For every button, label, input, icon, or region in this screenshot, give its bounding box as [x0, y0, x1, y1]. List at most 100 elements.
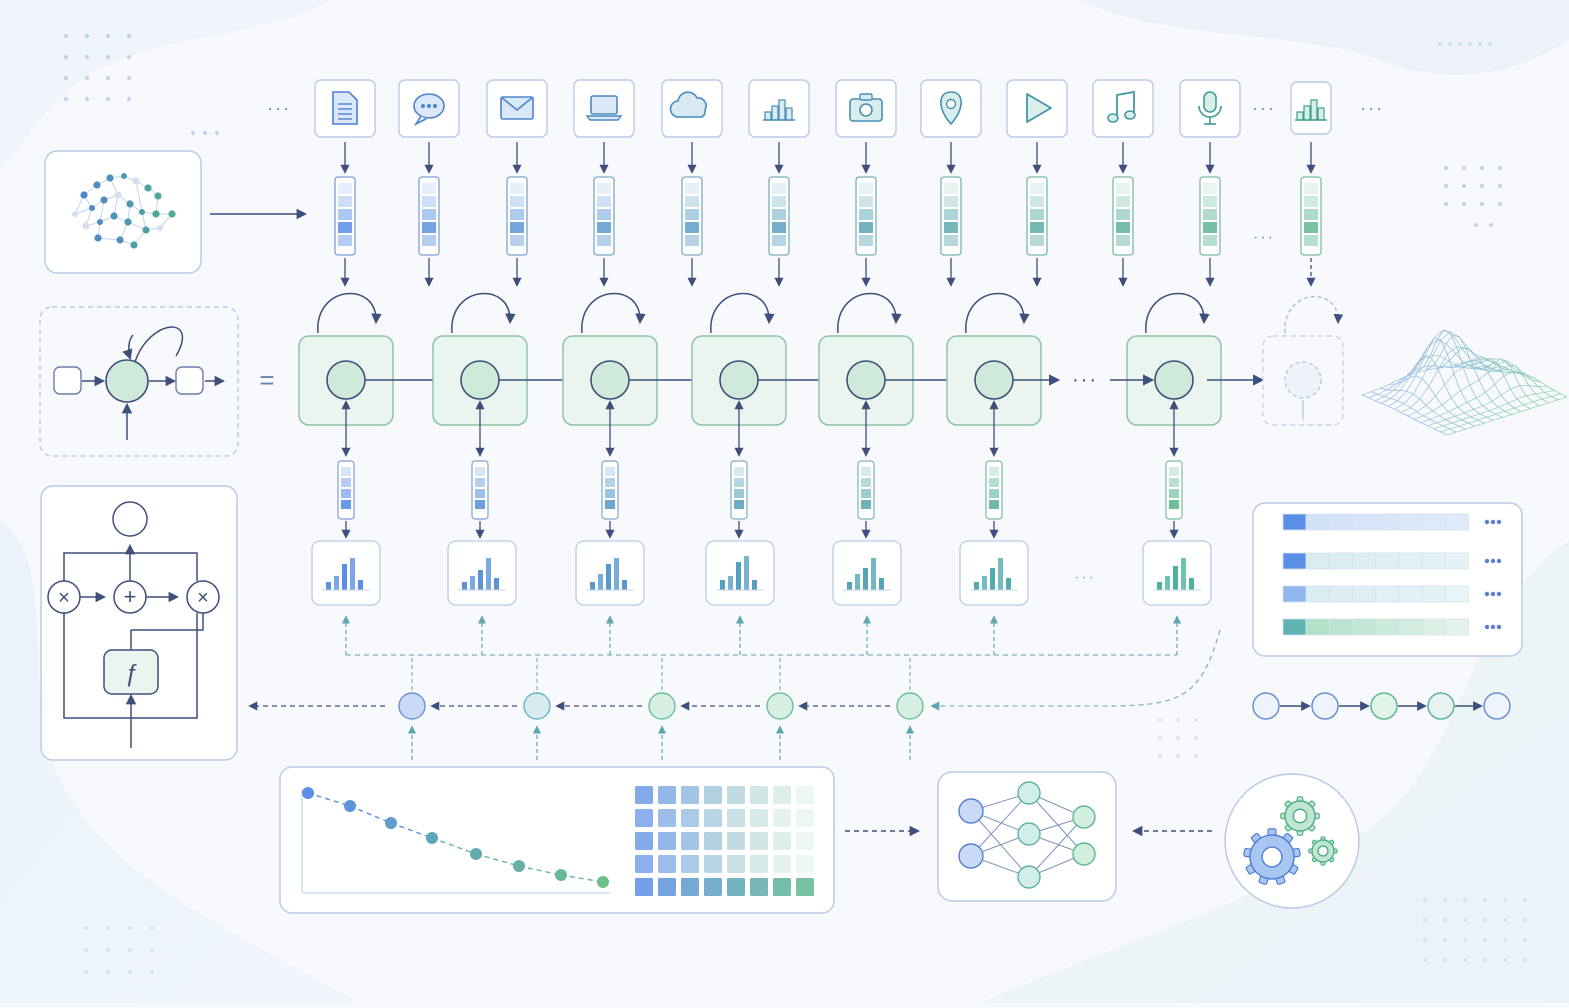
distribution-bar [1165, 576, 1170, 590]
nn-hidden-node [1017, 822, 1041, 846]
sequence-node [1311, 692, 1339, 720]
decor-dot [64, 34, 68, 38]
decor-dot [1468, 42, 1472, 46]
output-vector-cell [475, 500, 485, 509]
output-vector-cell [605, 500, 615, 509]
embedding-cell [1116, 196, 1130, 207]
nn-edge [970, 792, 1030, 857]
graph-node [121, 173, 127, 179]
heatmap-cell [704, 832, 722, 850]
feature-bar-cell [1398, 513, 1423, 531]
chat-icon [413, 93, 445, 126]
feature-bar-cell [1282, 513, 1307, 531]
nn-input-node [958, 798, 984, 824]
embedding-cell [685, 235, 699, 246]
decor-dot [1480, 166, 1484, 170]
output-vector-cell [605, 467, 615, 476]
embedding-cell [944, 196, 958, 207]
heatmap-cell [635, 878, 653, 896]
ellipsis-chain: ··· [1072, 369, 1098, 391]
heatmap-cell [773, 878, 791, 896]
feature-bar-cell [1398, 585, 1423, 603]
graph-node [82, 222, 90, 230]
embedding-cell [859, 209, 873, 220]
embedding-cell [510, 235, 524, 246]
loss-heatmap-panel [279, 766, 835, 914]
output-vector-cell [341, 467, 351, 476]
embedding-cell [772, 235, 786, 246]
loss-segment [560, 874, 604, 883]
surface-line [1380, 387, 1466, 430]
output-vector-cell [475, 467, 485, 476]
heatmap-cell [635, 786, 653, 804]
decor-dot [1158, 718, 1162, 722]
music-note-icon [1107, 90, 1136, 123]
output-vector-cell [341, 478, 351, 487]
embedding-cell [1304, 222, 1318, 233]
decor-dot [85, 97, 89, 101]
loss-point [470, 848, 482, 860]
ellipsis-top-left: ··· [267, 98, 291, 118]
decor-dot [1463, 958, 1467, 962]
heatmap-cell [681, 855, 699, 873]
embedding-cell [685, 209, 699, 220]
output-vector-cell [1169, 489, 1179, 498]
surface-line [1381, 339, 1502, 404]
decor-dot [106, 34, 110, 38]
distribution-bar [847, 582, 852, 590]
distribution-bar [855, 574, 860, 590]
feature-bar-cell [1445, 552, 1469, 570]
graph-edge [135, 180, 143, 213]
graph-edge [74, 207, 93, 215]
camera-icon [849, 93, 883, 122]
surface-line [1446, 396, 1568, 436]
distribution-bar [871, 558, 876, 590]
embedding-cell [1030, 183, 1044, 194]
feature-bar-cell [1398, 618, 1423, 636]
surface-line [1427, 385, 1548, 427]
decor-dot [1480, 184, 1484, 188]
ellipsis-far-right: ··· [1360, 98, 1384, 118]
location-pin-icon [940, 91, 962, 126]
sequence-node [1370, 692, 1398, 720]
graph-node [124, 218, 132, 226]
heatmap-cell [727, 832, 745, 850]
distribution-bar [863, 568, 868, 590]
embedding-cell [422, 235, 436, 246]
embedding-cell [685, 196, 699, 207]
feature-bar-cell [1375, 513, 1400, 531]
heatmap-cell [750, 878, 768, 896]
graph-node [132, 177, 140, 185]
graph-embedding-panel [44, 150, 308, 274]
heatmap-cell [773, 786, 791, 804]
heatmap-cell [681, 832, 699, 850]
document-icon [332, 91, 358, 125]
heatmap-cell [796, 809, 814, 827]
feature-bar-cell [1375, 552, 1400, 570]
distribution-bar [982, 576, 987, 590]
more-dot [1496, 558, 1502, 564]
distribution-bar [350, 558, 355, 590]
loss-segment [390, 822, 433, 839]
feature-bar-cell [1445, 618, 1469, 636]
distribution-bar [728, 576, 733, 590]
graph-node [130, 241, 138, 249]
decor-dot [1503, 938, 1507, 942]
heatmap-cell [704, 878, 722, 896]
gradient-node [523, 692, 551, 720]
decor-dot [1438, 42, 1442, 46]
distribution-bar [1189, 578, 1194, 590]
decor-dot [1443, 898, 1447, 902]
decor-dot [106, 76, 110, 80]
heatmap-cell [727, 878, 745, 896]
decor-dot [1503, 958, 1507, 962]
heatmap-cell [727, 809, 745, 827]
surface-line [1433, 390, 1554, 430]
decor-dot [1176, 754, 1180, 758]
heatmap-cell [750, 832, 768, 850]
embedding-cell [1030, 235, 1044, 246]
graph-node [116, 236, 124, 244]
embedding-cell [510, 222, 524, 233]
more-dot [1490, 519, 1496, 525]
embedding-cell [859, 196, 873, 207]
